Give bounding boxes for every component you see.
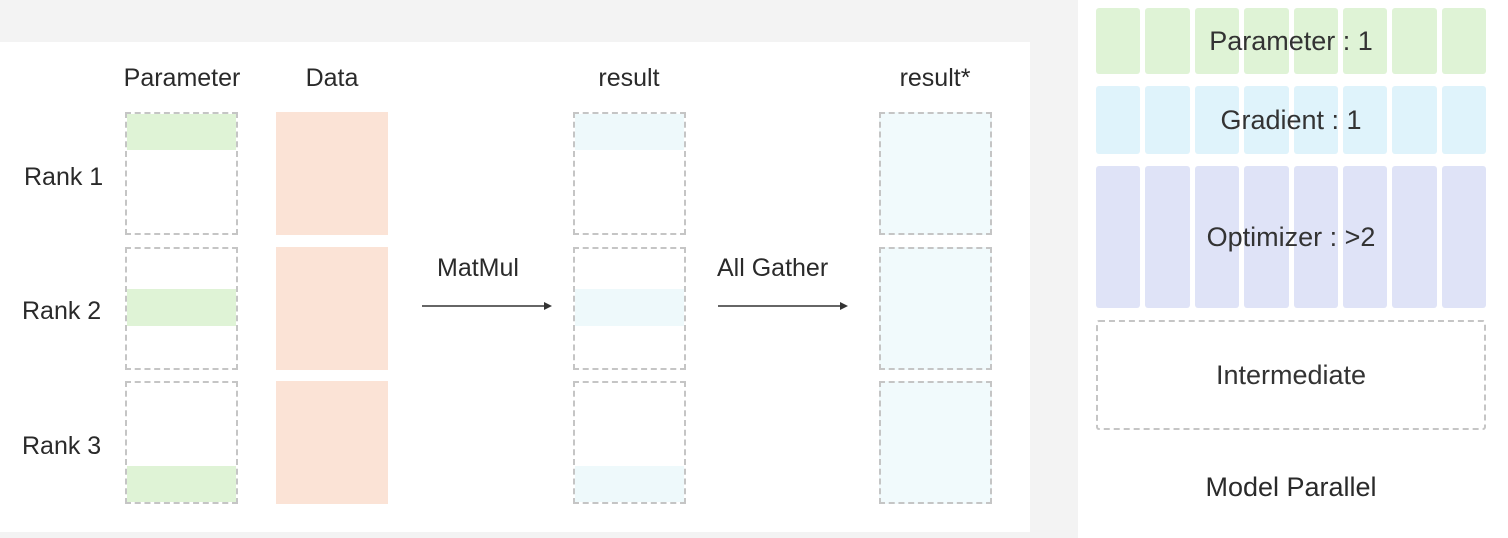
gathered-result-rank-2 xyxy=(879,247,992,370)
result-shard-rank-2 xyxy=(573,247,686,370)
memory-optimizer-row: Optimizer : >2 xyxy=(1096,166,1486,308)
data-block-rank-2 xyxy=(276,247,388,370)
memory-caption: Model Parallel xyxy=(1205,472,1377,502)
memory-intermediate-label: Intermediate xyxy=(1215,359,1367,390)
gathered-result-rank-1 xyxy=(879,112,992,235)
parameter-shard-rank-2 xyxy=(125,247,238,370)
all-gather-arrow xyxy=(718,302,848,310)
column-header-data: Data xyxy=(305,64,359,92)
result-slice xyxy=(575,289,684,326)
column-header-parameter: Parameter xyxy=(123,64,241,92)
memory-intermediate-row: Intermediate xyxy=(1096,320,1486,430)
parameter-slice xyxy=(127,289,236,326)
result-slice xyxy=(575,114,684,150)
parameter-slice xyxy=(127,466,236,502)
data-block-rank-3 xyxy=(276,381,388,504)
memory-gradient-row: Gradient : 1 xyxy=(1096,86,1486,154)
column-header-result: result xyxy=(598,64,660,92)
all-gather-label: All Gather xyxy=(717,254,829,282)
memory-gradient-label: Gradient : 1 xyxy=(1220,104,1362,135)
parameter-shard-rank-3 xyxy=(125,381,238,504)
gathered-result-rank-3 xyxy=(879,381,992,504)
result-shard-rank-1 xyxy=(573,112,686,235)
data-block-rank-1 xyxy=(276,112,388,235)
result-slice xyxy=(575,466,684,502)
rank-label-3: Rank 3 xyxy=(22,432,102,460)
memory-parameter-label: Parameter : 1 xyxy=(1209,25,1373,56)
memory-optimizer-label: Optimizer : >2 xyxy=(1206,221,1376,252)
parameter-shard-rank-1 xyxy=(125,112,238,235)
result-shard-rank-3 xyxy=(573,381,686,504)
column-header-result-star: result* xyxy=(899,64,971,92)
memory-parameter-row: Parameter : 1 xyxy=(1096,8,1486,74)
matmul-arrow xyxy=(422,302,552,310)
rank-label-2: Rank 2 xyxy=(22,297,102,325)
rank-label-1: Rank 1 xyxy=(24,163,104,191)
parameter-slice xyxy=(127,114,236,150)
matmul-label: MatMul xyxy=(437,254,519,282)
